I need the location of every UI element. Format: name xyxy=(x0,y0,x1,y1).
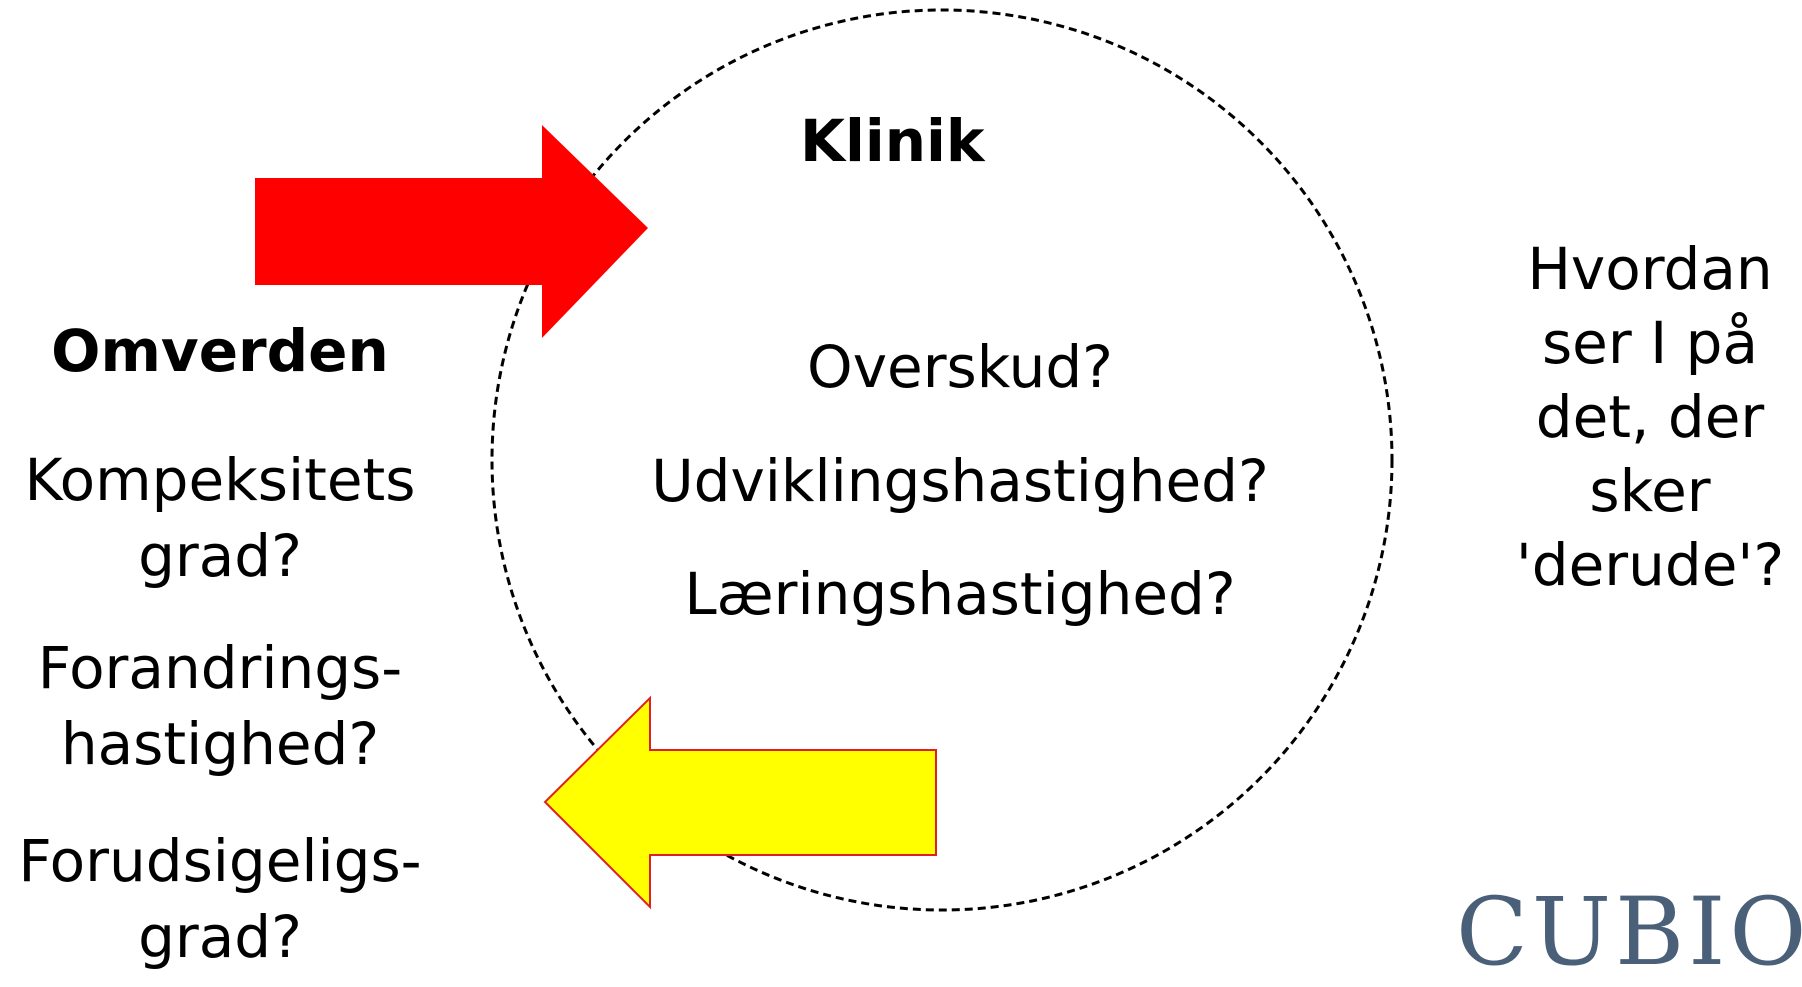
omverden-title: Omverden xyxy=(51,317,389,385)
klinik-question-development-speed: Udviklingshastighed? xyxy=(651,447,1269,515)
omverden-question-complexity: Kompeksitets grad? xyxy=(24,446,416,590)
omverden-question-predictability: Forudsigeligs- grad? xyxy=(18,827,422,971)
right-question: Hvordan ser I på det, der sker 'derude'? xyxy=(1515,235,1785,599)
klinik-title: Klinik xyxy=(800,107,985,175)
diagram-canvas xyxy=(255,8,1394,912)
outbound-arrow xyxy=(543,695,937,910)
cubio-logo: CUBIO xyxy=(1456,878,1802,987)
klinik-question-learning-speed: Læringshastighed? xyxy=(684,560,1236,628)
klinik-circle xyxy=(490,8,1394,912)
inbound-arrow xyxy=(255,125,648,338)
omverden-question-change-speed: Forandrings- hastighed? xyxy=(37,634,403,778)
klinik-question-surplus: Overskud? xyxy=(807,333,1113,401)
